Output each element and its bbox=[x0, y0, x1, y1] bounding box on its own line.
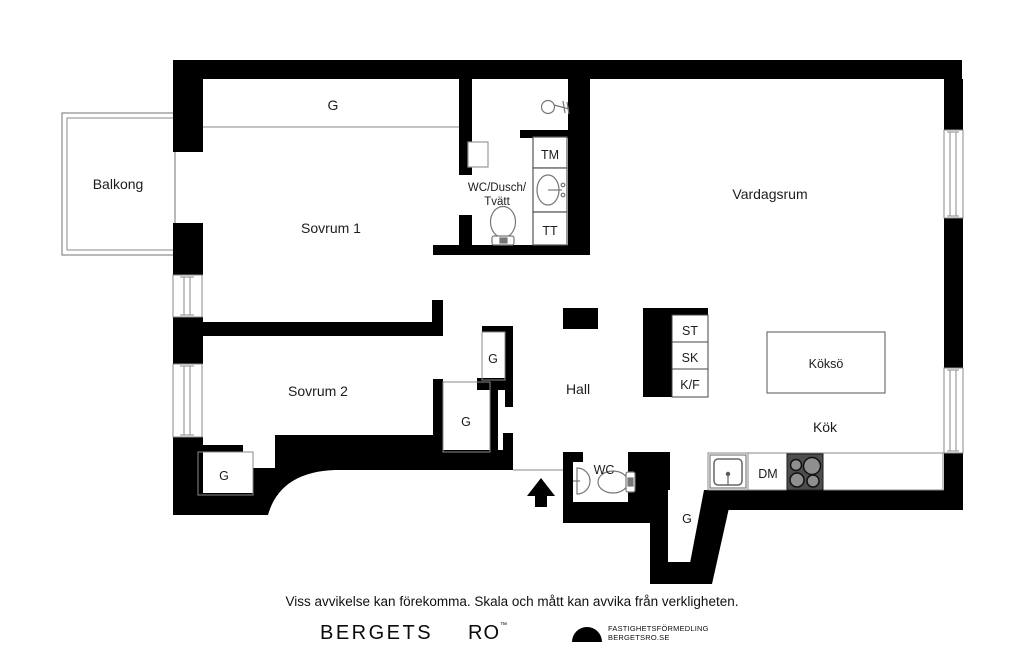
brand-row: BERGETS RO™ FASTIGHETSFÖRMEDLING BERGETS… bbox=[0, 622, 1024, 646]
wall-kitchen-column bbox=[643, 308, 672, 397]
cabinet-st-box bbox=[671, 314, 709, 343]
wall-hall-south-1 bbox=[275, 435, 443, 470]
label-closet-entrance: G bbox=[682, 512, 692, 526]
wall-bedroom-divider bbox=[203, 322, 443, 336]
dome-logo-icon bbox=[572, 627, 602, 642]
windows bbox=[172, 129, 964, 454]
wall-left-1 bbox=[173, 60, 203, 152]
disclaimer-text: Viss avvikelse kan förekomma. Skala och … bbox=[285, 594, 739, 609]
entrance-arrow-icon bbox=[527, 478, 555, 507]
wall-kitchen-column-top bbox=[643, 308, 708, 315]
shower-tray bbox=[467, 141, 489, 168]
label-bedroom2: Sovrum 2 bbox=[288, 383, 348, 399]
trademark-symbol: ™ bbox=[500, 622, 507, 629]
wall-bath-stub bbox=[520, 130, 568, 138]
wall-wc-top-stub bbox=[563, 452, 583, 462]
washer-box bbox=[532, 136, 568, 169]
cabinet-kf-box bbox=[671, 368, 709, 398]
wall-bath-bottom bbox=[433, 245, 590, 255]
wall-closet-bottom bbox=[650, 562, 712, 584]
label-bedroom1: Sovrum 1 bbox=[301, 220, 361, 236]
logo-text: FASTIGHETSFÖRMEDLING BERGETSRO.SE bbox=[608, 624, 709, 642]
window-right-2 bbox=[943, 367, 964, 454]
kitchen-island-box bbox=[766, 331, 886, 394]
label-cabinet-kf: K/F bbox=[680, 378, 700, 392]
wall-left-2 bbox=[173, 223, 203, 275]
wall-wc-bottom bbox=[563, 502, 670, 523]
label-kitchen: Kök bbox=[813, 419, 838, 435]
window-right-1 bbox=[943, 129, 964, 219]
wall-left-3 bbox=[173, 317, 203, 364]
footer: Viss avvikelse kan förekomma. Skala och … bbox=[0, 594, 1024, 644]
wall-right-2 bbox=[944, 218, 963, 368]
label-closet-mid-lower: G bbox=[461, 415, 471, 429]
label-bathroom-line1: WC/Dusch/ bbox=[468, 182, 527, 194]
wall-low-closet-right bbox=[490, 383, 498, 452]
window-left-2 bbox=[172, 363, 203, 438]
logo-line1: FASTIGHETSFÖRMEDLING bbox=[608, 624, 709, 633]
hall-pillar bbox=[563, 308, 598, 329]
label-closet-bottom-left: G bbox=[219, 469, 229, 483]
label-balcony: Balkong bbox=[93, 176, 144, 192]
wc-fixtures bbox=[573, 467, 636, 495]
wall-hall-south-2 bbox=[433, 450, 513, 470]
label-washing-machine: TM bbox=[541, 148, 559, 162]
wall-mid-closet-top bbox=[482, 326, 513, 332]
label-bathroom-line2: Tvätt bbox=[484, 196, 510, 208]
wall-right-1 bbox=[944, 79, 963, 130]
label-wc: WC bbox=[594, 463, 615, 477]
wall-bl-closet-top bbox=[198, 445, 243, 452]
wall-bottom-left bbox=[173, 493, 268, 515]
kitchen-sink-icon bbox=[709, 454, 747, 489]
kitchen-counter bbox=[707, 452, 944, 491]
balcony bbox=[61, 112, 176, 256]
bathroom-toilet-icon bbox=[489, 205, 517, 246]
brand-bergets: BERGETS bbox=[320, 622, 434, 644]
label-cabinet-st: ST bbox=[682, 324, 698, 338]
shower-head-icon bbox=[540, 99, 570, 115]
wall-closet-left-low bbox=[650, 510, 668, 566]
window-left-1 bbox=[172, 274, 203, 318]
bathroom-sink-icon bbox=[536, 174, 566, 206]
wall-mid-closet-right bbox=[505, 326, 513, 407]
thin-lines bbox=[197, 126, 886, 496]
label-kitchen-island: Köksö bbox=[809, 357, 844, 371]
label-hall: Hall bbox=[566, 381, 590, 397]
label-dishwasher: DM bbox=[758, 467, 777, 481]
wall-divider-stub bbox=[432, 300, 443, 336]
wall-low-closet-stub bbox=[503, 433, 513, 452]
brand-ro: RO™ bbox=[468, 622, 507, 644]
label-closet-mid-upper: G bbox=[488, 352, 498, 366]
closet-mid-upper-box bbox=[481, 331, 506, 381]
walls bbox=[173, 60, 963, 523]
wc-toilet-icon bbox=[597, 470, 636, 494]
wall-bath-right bbox=[568, 60, 590, 255]
logo-line2: BERGETSRO.SE bbox=[608, 633, 670, 642]
label-cabinet-sk: SK bbox=[682, 351, 699, 365]
entrance-closet-floor bbox=[668, 510, 704, 562]
label-dryer: TT bbox=[542, 224, 558, 238]
wall-wc-left bbox=[563, 452, 573, 520]
dryer-box bbox=[532, 211, 568, 246]
wall-curved bbox=[268, 470, 335, 515]
wall-low-closet-left bbox=[433, 379, 443, 452]
label-living-room: Vardagsrum bbox=[732, 186, 807, 202]
closet-bottom-left-box bbox=[197, 451, 254, 496]
wall-diagonal bbox=[686, 490, 733, 584]
wall-top bbox=[173, 60, 962, 79]
walls-lower bbox=[650, 490, 733, 584]
closet-mid-lower-box bbox=[442, 381, 491, 453]
stove-icon bbox=[786, 453, 824, 491]
wc-sink-icon bbox=[573, 467, 591, 495]
kitchen-cabinet-boxes bbox=[671, 314, 709, 398]
label-wardrobe-g: G bbox=[328, 97, 339, 113]
bathroom-fixtures bbox=[467, 99, 570, 246]
opening-entrance-closet bbox=[668, 490, 704, 510]
